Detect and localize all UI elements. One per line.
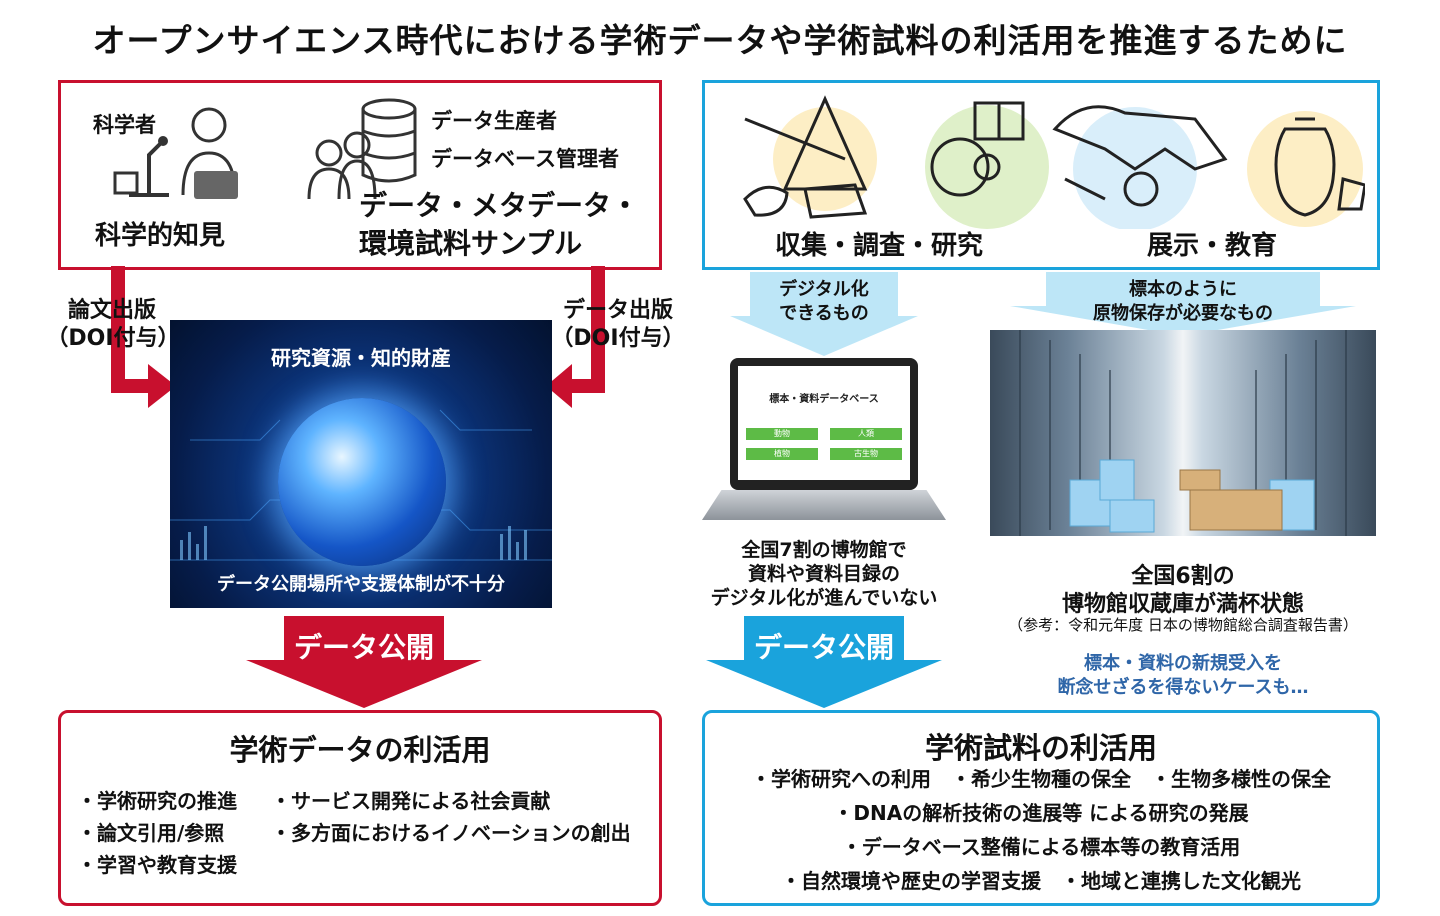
bullet-col2-0: ・サービス開発による社会貢献	[271, 789, 551, 813]
research-resource-image: 研究資源・知的財産 データ公開場所や支援体制が不十分	[170, 320, 552, 608]
digital-arrow-line1: デジタル化	[779, 279, 869, 300]
left-publish-arrow	[111, 266, 176, 408]
left-arrow-label: データ公開	[293, 631, 434, 664]
museum-stat1-line1: 全国7割の博物館で	[741, 539, 907, 561]
db-button-fossil: 古生物	[830, 448, 902, 460]
shelves	[1019, 330, 1347, 536]
note-line1: 標本・資料の新規受入を	[1084, 653, 1282, 674]
data-label-1: データ・メタデータ・	[359, 189, 640, 222]
specimen-line-0: ・学術研究への利用 ・希少生物種の保全 ・生物多様性の保全	[751, 767, 1331, 791]
museum-stat1-line3: デジタル化が進んでいない	[710, 587, 938, 609]
publish-right-line1: データ出版	[562, 298, 673, 323]
bullet-col2-1: ・多方面におけるイノベーションの創出	[271, 821, 631, 845]
database-people-icon	[307, 98, 417, 200]
page-title: オープンサイエンス時代における学術データや学術試料の利活用を推進するために	[92, 21, 1348, 60]
storage-room-image	[990, 330, 1376, 536]
digital-arrow	[730, 272, 918, 356]
db-button-human: 人類	[830, 428, 902, 440]
globe-icon	[278, 398, 446, 566]
specimen-line-3: ・自然環境や歴史の学習支援 ・地域と連携した文化観光	[781, 869, 1301, 893]
academic-specimen-heading: 学術試料の利活用	[924, 731, 1157, 765]
note-line2: 断念せざるを得ないケースも…	[1057, 677, 1309, 698]
right-down-arrow	[706, 616, 942, 708]
museum-stat1-line2: 資料や資料目録の	[747, 563, 900, 585]
database-screen: 標本・資料データベース 動物 人類 植物 古生物	[738, 366, 910, 480]
knowledge-label: 科学的知見	[95, 221, 226, 251]
bullet-col1-0: ・学術研究の推進	[77, 789, 237, 813]
exhibit-label: 展示・教育	[1147, 231, 1278, 261]
bullet-col1-1: ・論文引用/参照	[77, 821, 225, 845]
physical-arrow	[1010, 272, 1356, 336]
laptop-keyboard	[702, 490, 946, 520]
globe-bottom-text: データ公開場所や支援体制が不十分	[217, 574, 505, 595]
left-down-arrow	[246, 616, 482, 708]
laptop-icon: 標本・資料データベース 動物 人類 植物 古生物	[730, 358, 918, 490]
digital-arrow-line2: できるもの	[779, 303, 869, 324]
collect-label: 収集・調査・研究	[775, 231, 984, 261]
academic-data-box: 学術データの利活用 ・学術研究の推進 ・論文引用/参照 ・学習や教育支援 ・サー…	[58, 710, 662, 906]
db-title: 標本・資料データベース	[769, 394, 879, 405]
scientist-label: 科学者	[93, 113, 156, 137]
physical-arrow-line2: 原物保存が必要なもの	[1093, 303, 1273, 324]
specimen-line-2: ・データベース整備による標本等の教育活用	[841, 835, 1241, 859]
db-button-animal: 動物	[746, 428, 818, 440]
db-button-plant: 植物	[746, 448, 818, 460]
scientist-icon	[113, 107, 238, 199]
publish-right-line2: （DOI付与）	[551, 326, 685, 351]
reference-text: （参考：令和元年度 日本の博物館総合調査報告書）	[1008, 616, 1358, 634]
specimens-illustration	[743, 95, 1365, 229]
researcher-box: 科学者 科学的知見 データ生産者 データベース管理者 データ・メタデータ・ 環境…	[58, 80, 662, 270]
data-label-2: 環境試料サンプル	[359, 227, 583, 260]
academic-data-heading: 学術データの利活用	[229, 733, 491, 767]
publish-left-line2: （DOI付与）	[46, 326, 180, 351]
bullet-col1-2: ・学習や教育支援	[77, 853, 237, 877]
publish-left-line1: 論文出版	[67, 298, 156, 323]
museum-stat2-line1: 全国6割の	[1131, 564, 1235, 589]
db-admin-label: データベース管理者	[431, 147, 619, 171]
academic-specimen-box: 学術試料の利活用 ・学術研究への利用 ・希少生物種の保全 ・生物多様性の保全 ・…	[702, 710, 1380, 906]
right-publish-arrow	[546, 266, 605, 408]
specimen-line-1: ・DNAの解析技術の進展等 による研究の発展	[833, 801, 1249, 825]
museum-stat2-line2: 博物館収蔵庫が満杯状態	[1061, 592, 1304, 617]
museum-box: 収集・調査・研究 展示・教育	[702, 80, 1380, 270]
globe-top-text: 研究資源・知的財産	[271, 346, 451, 370]
producer-label: データ生産者	[431, 109, 557, 133]
physical-arrow-line1: 標本のように	[1129, 279, 1237, 300]
right-arrow-label: データ公開	[753, 631, 894, 664]
